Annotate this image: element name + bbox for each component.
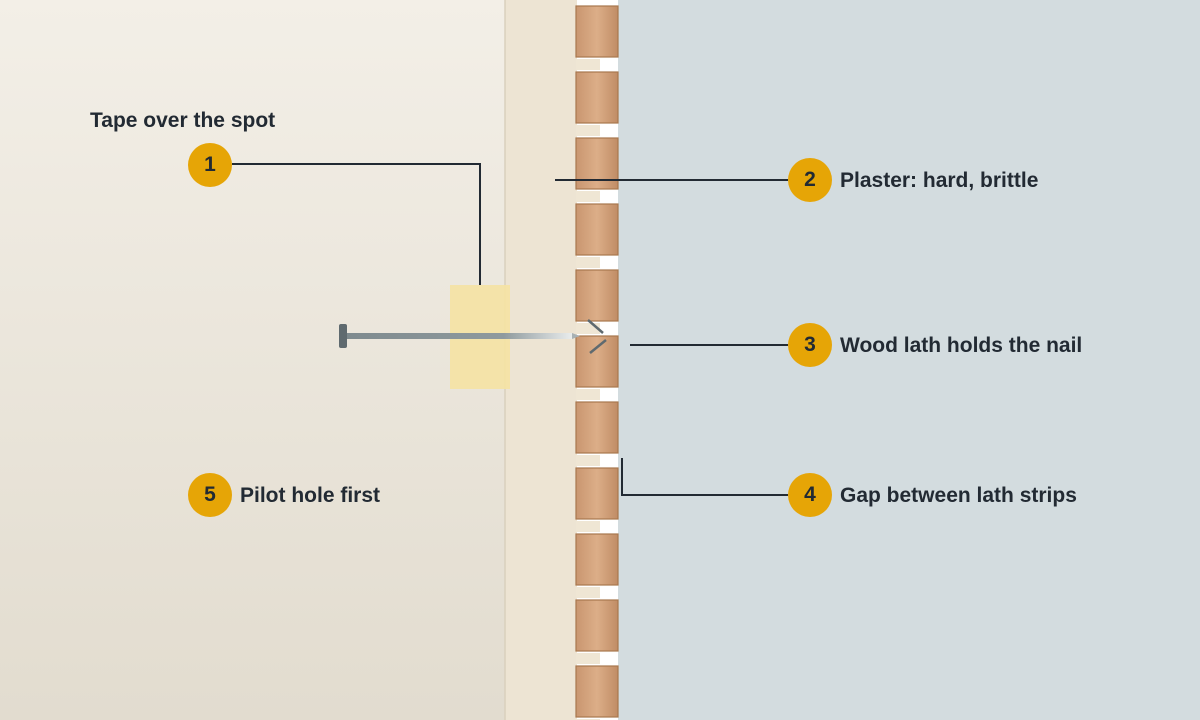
plaster-key [576, 59, 600, 70]
lath-strip [575, 599, 619, 652]
plaster-key [576, 653, 600, 664]
callout-number-4: 4 [804, 483, 816, 506]
nail-head [339, 324, 347, 348]
plaster-key [576, 125, 600, 136]
leader-line-1 [232, 163, 481, 285]
lath-strip [575, 5, 619, 58]
callout-number-2: 2 [804, 168, 816, 191]
callout-label-gap: Gap between lath strips [840, 484, 1077, 507]
lath-strip [575, 137, 619, 190]
wall-cavity [618, 0, 1200, 720]
callout-label-pilot-hole: Pilot hole first [240, 484, 381, 507]
callout-number-5: 5 [204, 483, 216, 506]
nail-shank [344, 333, 572, 339]
callout-badge-2 [788, 158, 832, 202]
lath-strip [575, 467, 619, 520]
lath-strip [575, 401, 619, 454]
plaster-key [576, 323, 600, 334]
lath-strip [575, 203, 619, 256]
callout-badge-5 [188, 473, 232, 517]
room-wall-surface [0, 0, 505, 720]
lath-strip [575, 269, 619, 322]
lath-strip [575, 335, 619, 388]
callout-badge-4 [788, 473, 832, 517]
callout-label-plaster: Plaster: hard, brittle [840, 169, 1039, 192]
nail-tip [572, 333, 580, 339]
leader-line-4 [621, 458, 788, 496]
wood-lath-strips [575, 5, 619, 718]
lath-strip [575, 665, 619, 718]
callout-number-1: 1 [204, 153, 216, 176]
lath-strip [575, 71, 619, 124]
plaster-key [576, 455, 600, 466]
callout-label-tape: Tape over the spot [90, 109, 276, 132]
callout-badge-1 [188, 143, 232, 187]
plaster-key [576, 257, 600, 268]
callout-badge-3 [788, 323, 832, 367]
plaster-layer [505, 0, 577, 720]
lath-grip-mark-upper [587, 319, 604, 334]
callout-label-lath: Wood lath holds the nail [840, 334, 1083, 357]
callout-number-3: 3 [804, 333, 816, 356]
nail [339, 324, 580, 348]
plaster-key [576, 587, 600, 598]
lath-strip [575, 533, 619, 586]
lath-grip-mark-lower [589, 339, 607, 354]
plaster-key [576, 389, 600, 400]
plaster-key [576, 521, 600, 532]
plaster-key [576, 191, 600, 202]
